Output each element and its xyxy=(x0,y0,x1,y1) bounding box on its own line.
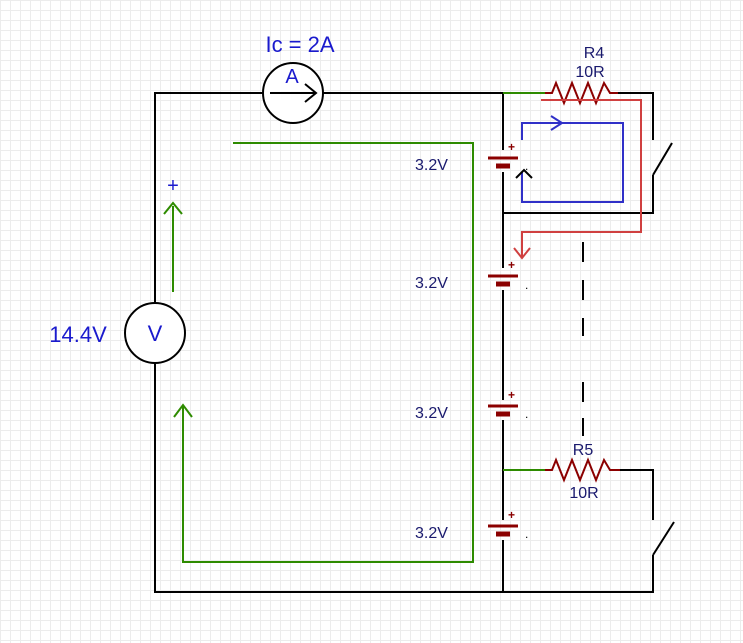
r5-name: R5 xyxy=(573,442,594,459)
balance-current-path xyxy=(521,99,642,258)
battery-cell-2: + . 3.2V xyxy=(415,258,528,292)
voltmeter-plus: + xyxy=(167,175,179,197)
resistor-r5: R5 10R xyxy=(545,442,620,502)
switch-r5 xyxy=(652,521,675,556)
cell-2-plus: + xyxy=(508,258,515,272)
battery-cell-3: + . 3.2V xyxy=(415,388,528,422)
wire-r5-switch xyxy=(620,469,654,520)
wire-r4-switch xyxy=(618,92,654,140)
cell-4-plus: + xyxy=(508,508,515,522)
resistor-r4: R4 10R xyxy=(545,45,618,106)
cell-3-voltage: 3.2V xyxy=(415,405,448,422)
wire-r5-return xyxy=(503,555,654,593)
wire-left-top xyxy=(154,92,263,303)
svg-text:.: . xyxy=(525,527,528,541)
r4-value: 10R xyxy=(575,64,604,81)
ammeter-reading: Ic = 2A xyxy=(265,32,334,57)
voltage-arrow-up-icon xyxy=(163,201,183,215)
cell-2-voltage: 3.2V xyxy=(415,275,448,292)
voltmeter-reading: 14.4V xyxy=(49,322,107,347)
cell-3-plus: + xyxy=(508,388,515,402)
cell-current-arrow-up-icon xyxy=(515,168,533,179)
battery-cell-1: + . 3.2V xyxy=(415,140,528,174)
main-wiring xyxy=(154,92,654,593)
svg-text:.: . xyxy=(525,159,528,173)
main-current-loop xyxy=(163,142,474,563)
battery-cell-4: + . 3.2V xyxy=(415,508,528,542)
r5-value: 10R xyxy=(569,485,598,502)
voltmeter-symbol: V xyxy=(148,321,163,346)
balance-current-loop xyxy=(513,99,642,260)
cell-1-plus: + xyxy=(508,140,515,154)
wire-left-bottom xyxy=(154,363,503,593)
svg-text:.: . xyxy=(525,278,528,292)
cell-4-voltage: 3.2V xyxy=(415,525,448,542)
cell-current-loop xyxy=(515,115,624,203)
cell-current-arrow-right-icon xyxy=(550,115,564,131)
main-current-path xyxy=(182,142,474,563)
wire-r4-return xyxy=(503,175,654,214)
ammeter: A Ic = 2A xyxy=(262,32,335,124)
r4-name: R4 xyxy=(584,45,605,62)
voltmeter: V 14.4V + xyxy=(49,175,186,364)
svg-text:.: . xyxy=(525,407,528,421)
main-current-arrow-up-icon xyxy=(173,403,193,418)
balance-current-arrow-down-icon xyxy=(513,247,531,260)
switch-r4 xyxy=(652,142,673,176)
cell-current-path xyxy=(521,122,624,203)
cell-1-voltage: 3.2V xyxy=(415,157,448,174)
ammeter-symbol: A xyxy=(285,66,299,88)
